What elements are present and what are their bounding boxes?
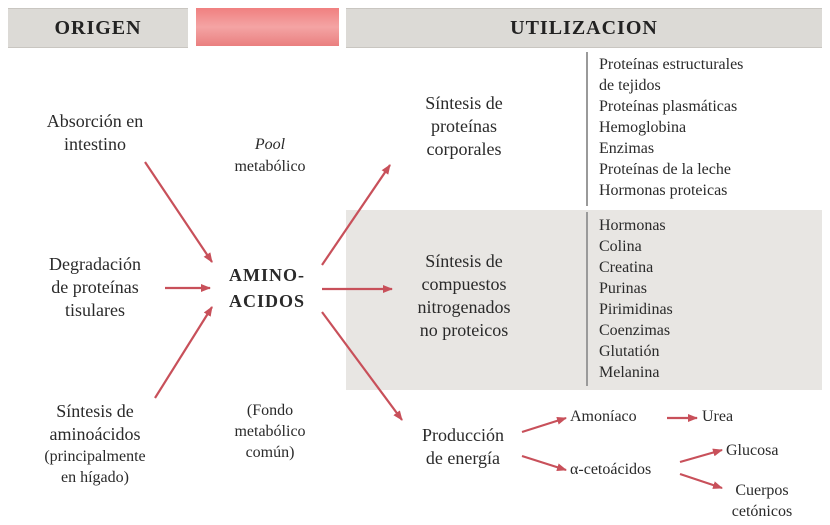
divider-compuestos <box>586 212 588 386</box>
arrow-cuerpos <box>679 472 723 490</box>
list-item: Hemoglobina <box>599 119 687 136</box>
aminoacidos-node: AMINO-ACIDOS <box>228 265 305 311</box>
list-item: Hormonas <box>599 217 666 234</box>
urea-label: Urea <box>702 408 734 425</box>
compuestos-panel <box>346 210 822 390</box>
arrow-cetoacidos <box>521 454 567 472</box>
arrow-amoniaco <box>521 416 567 434</box>
list-item: Enzimas <box>599 140 655 157</box>
arrow-glucosa <box>679 448 723 464</box>
center-header-bar <box>196 8 339 46</box>
arrow-sintesis-aa <box>154 306 213 399</box>
list-item: Melanina <box>599 364 660 381</box>
list-item: Colina <box>599 238 642 255</box>
list-item: Pirimidinas <box>599 301 673 318</box>
cetoacidos-label: α-cetoácidos <box>570 461 652 478</box>
arrow-proteinas <box>321 164 391 266</box>
origen-header: ORIGEN <box>8 8 188 48</box>
list-item: Hormonas proteicas <box>599 182 728 199</box>
list-item: Creatina <box>599 259 654 276</box>
list-item: Coenzimas <box>599 322 671 339</box>
divider-proteinas <box>586 52 588 206</box>
list-item: Glutatión <box>599 343 660 360</box>
utilizacion-header: UTILIZACION <box>346 8 822 48</box>
lista-compuestos: Hormonas Colina Creatina Purinas Pirimid… <box>599 215 799 383</box>
arrow-absorcion <box>144 161 213 263</box>
list-item: Proteínas estructurales <box>599 56 744 73</box>
list-item: Proteínas plasmáticas <box>599 98 738 115</box>
amoniaco-label: Amoníaco <box>570 408 637 425</box>
list-item: Purinas <box>599 280 647 297</box>
list-item: Proteínas de la leche <box>599 161 731 178</box>
list-item: de tejidos <box>599 77 661 94</box>
pool-label: Pool metabólico <box>234 136 306 175</box>
arrow-energia <box>321 311 403 421</box>
lista-proteinas: Proteínas estructurales de tejidos Prote… <box>599 54 819 201</box>
glucosa-label: Glucosa <box>726 442 779 459</box>
